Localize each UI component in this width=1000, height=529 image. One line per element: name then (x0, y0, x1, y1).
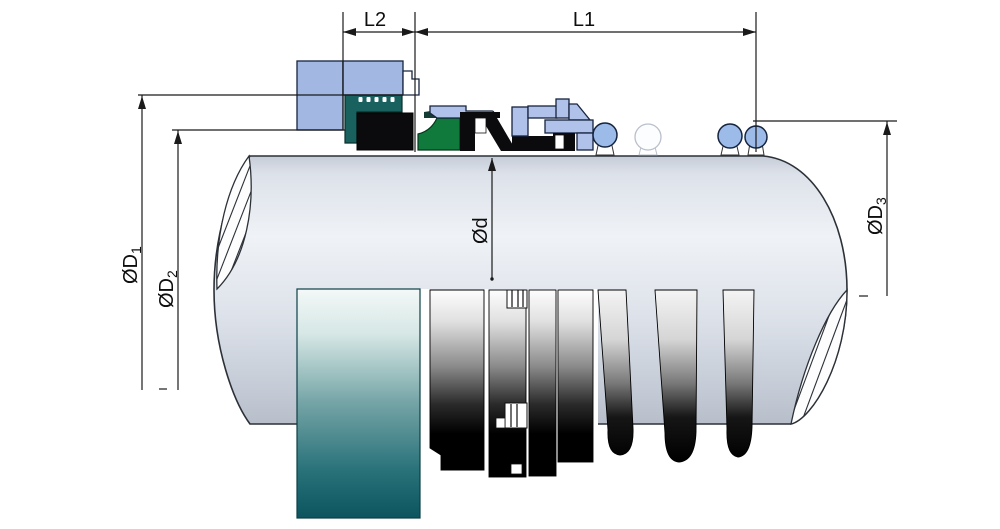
spring-coil-section (717, 123, 743, 149)
gap (593, 289, 598, 425)
retainer-step (555, 98, 570, 119)
notch-bottom (510, 463, 523, 475)
drive-collar-bar (544, 119, 594, 134)
gap (420, 289, 430, 425)
dim-label-d: Ød (470, 217, 492, 244)
rotary-unit-3d-segment (557, 289, 594, 463)
dim-end-dot (490, 277, 494, 281)
arrow-left-icon (415, 28, 428, 36)
shaft-left-section-face (216, 154, 252, 291)
gland-housing-top (342, 60, 404, 96)
arrow-left-icon (343, 28, 356, 36)
collar-right-block (576, 132, 594, 151)
dim-label-d-main: Ød (470, 217, 492, 244)
arrow-right-icon (743, 28, 756, 36)
seat-retainer-step (402, 70, 420, 96)
dim-label-d1-sub: 1 (128, 246, 144, 254)
elastomer-bellows-black (460, 112, 553, 151)
gap (484, 289, 489, 425)
dim-label-d3-main: ØD (865, 205, 887, 235)
dim-label-d2-sub: 2 (164, 270, 180, 278)
dim-label-d2: ØD2 (156, 270, 180, 308)
arrow-right-icon (402, 28, 415, 36)
set-screw-slot-top (506, 289, 528, 309)
arrow-up-icon (138, 96, 146, 109)
dim-label-d3: ØD3 (865, 197, 889, 235)
spring-coil-3d (654, 289, 698, 463)
dim-label-l1: L1 (573, 9, 595, 31)
collar-diagonal (568, 103, 592, 121)
shaft-right-section-face (790, 288, 848, 425)
arrow-up-icon (488, 158, 496, 171)
lower-3d-assembly (296, 288, 755, 519)
mating-seat-green (417, 117, 461, 151)
spring-wire-sections (592, 122, 768, 156)
gap (556, 289, 559, 425)
arrow-up-icon (883, 122, 891, 135)
drive-collar-slot (554, 134, 565, 150)
dim-label-d3-sub: 3 (873, 197, 889, 205)
primary-ring (356, 112, 414, 151)
retainer-top-bar (527, 105, 558, 119)
spring-coil-3d (597, 289, 634, 456)
spring-coil-3d (722, 289, 755, 458)
dim-label-l2: L2 (364, 9, 386, 31)
arrow-up-icon (174, 131, 182, 144)
spring-coil-section (592, 122, 618, 148)
dim-label-d1: ØD1 (120, 246, 144, 284)
rotary-unit-3d-segment (528, 289, 557, 477)
rotary-unit-3d-segment (429, 289, 485, 471)
rotary-unit-3d-segment (488, 289, 527, 478)
gap (526, 289, 529, 425)
dim-label-d2-main: ØD (156, 278, 178, 308)
bellows-convolutions (358, 97, 395, 102)
spring-coil-ghost (634, 123, 662, 151)
seat-3d-block (296, 288, 421, 519)
dim-label-d1-main: ØD (120, 254, 142, 284)
spring-holder-bar (511, 106, 529, 137)
dimensions: L2 L1 ØD1 ØD2 Ød ØD3 (120, 9, 897, 390)
seal-section-assembly (296, 60, 768, 156)
set-screw-slot-mid (495, 402, 528, 429)
